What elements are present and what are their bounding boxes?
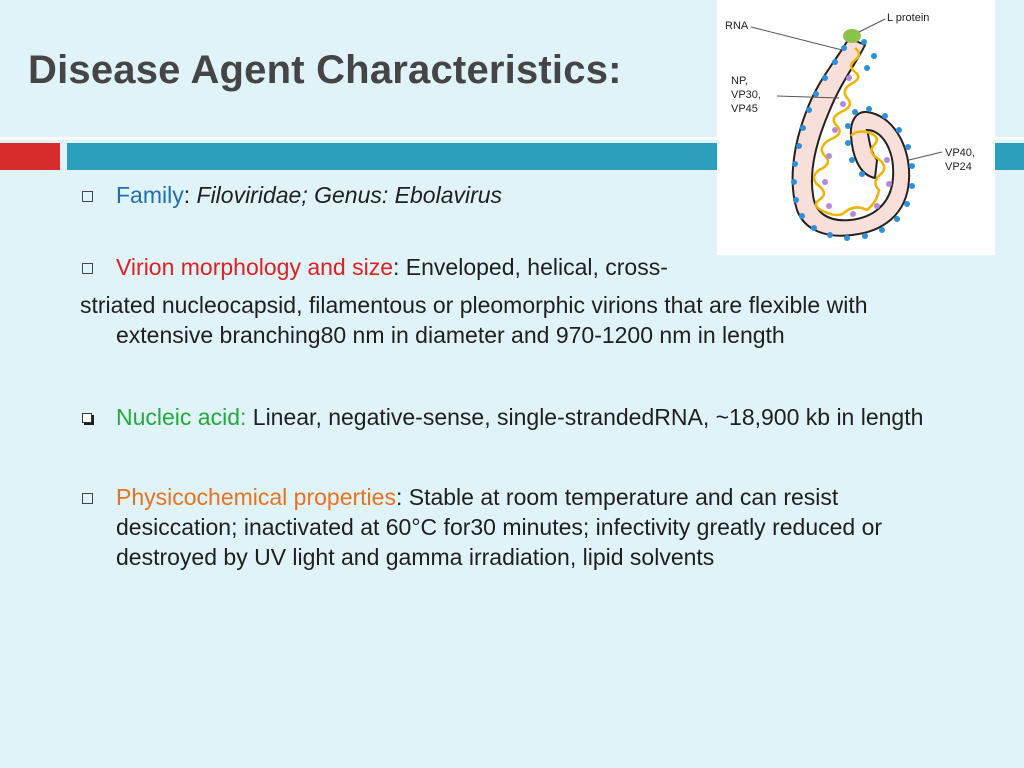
label-vp45: VP45 (731, 103, 758, 115)
l-protein-blob (843, 29, 861, 43)
label-vp40: VP40, (945, 147, 975, 159)
rna-helix (812, 47, 886, 217)
bullet-label: Virion morphology and size (116, 254, 394, 280)
bullet-text: Linear, negative-sense, single-strandedR… (252, 404, 924, 430)
bullet-nucleic-acid: Nucleic acid: Linear, negative-sense, si… (80, 402, 960, 432)
envelope-dots (791, 33, 915, 241)
label-rna: RNA (725, 20, 749, 32)
bullet-square-icon (82, 191, 93, 202)
bullet-text: Filoviridae; Genus: Ebolavirus (196, 182, 503, 208)
virion-envelope (791, 36, 911, 237)
slide-body: Family: Filoviridae; Genus: Ebolavirus V… (80, 180, 960, 572)
bullet-text: Stable at room temperature and can resis… (116, 484, 883, 570)
bullet-separator: : (393, 254, 406, 280)
bullet-separator: : (183, 182, 197, 208)
np-dots (822, 75, 892, 217)
virion-diagram: RNA L protein NP, VP30, VP45 VP40, VP24 (717, 0, 995, 255)
bullet-square-icon (82, 493, 93, 504)
morphology-continuation: striated nucleocapsid, filamentous or pl… (0, 290, 960, 350)
bullet-morphology: Virion morphology and size: Enveloped, h… (80, 252, 960, 282)
bullet-square-icon (82, 263, 93, 274)
bullet-family: Family: Filoviridae; Genus: Ebolavirus (80, 180, 960, 210)
slide-title: Disease Agent Characteristics: (28, 48, 622, 92)
virion-diagram-svg: RNA L protein NP, VP30, VP45 VP40, VP24 (725, 12, 975, 241)
label-vp24: VP24 (945, 161, 972, 173)
bullet-label: Physicochemical properties (116, 484, 396, 510)
label-np: NP, (731, 75, 748, 87)
bullet-separator: : (395, 484, 409, 510)
bullet-label: Family (116, 182, 184, 208)
bullet-label: Nucleic acid: (116, 404, 247, 430)
bullet-physicochemical: Physicochemical properties: Stable at ro… (80, 482, 960, 572)
accent-bar-red (0, 143, 60, 170)
divider-line (0, 137, 1024, 140)
bullet-text: striated nucleocapsid, filamentous or pl… (80, 292, 868, 348)
label-l-protein: L protein (887, 12, 929, 24)
label-vp30: VP30, (731, 89, 761, 101)
bullet-text: Enveloped, helical, cross- (405, 254, 668, 280)
bullet-square-filled-icon (82, 413, 92, 423)
